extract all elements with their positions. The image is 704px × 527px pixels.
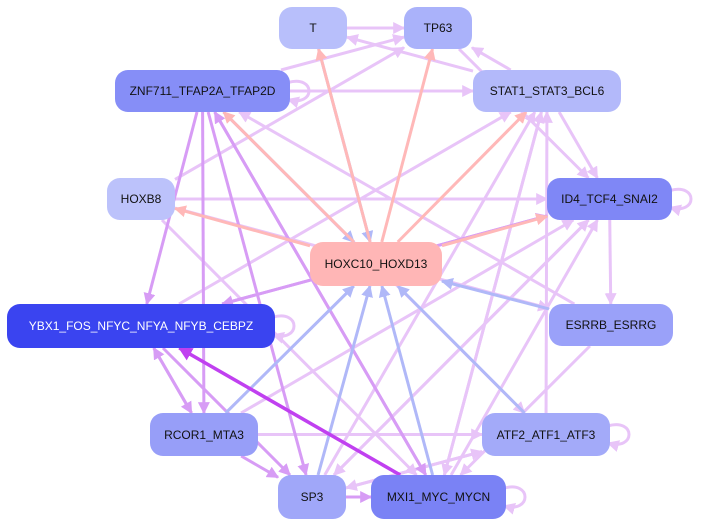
self-loops-layer: [271, 79, 693, 515]
node-hoxb8[interactable]: HOXB8: [107, 178, 175, 220]
node-esrrb[interactable]: ESRRB_ESRRG: [549, 304, 673, 346]
edge-rcor1-to-ybx1: [152, 346, 193, 414]
edge-mxi1-to-ybx1: [178, 346, 402, 477]
node-hoxc10[interactable]: HOXC10_HOXD13: [310, 242, 442, 286]
edge-sp3-to-stat1: [323, 110, 537, 476]
self-loop-znf711: [286, 79, 311, 109]
edge-mxi1-to-id4: [449, 218, 599, 476]
edge-stat1-to-tp63: [470, 46, 512, 72]
node-label: T: [309, 21, 317, 35]
node-label: YBX1_FOS_NFYC_NFYA_NFYB_CEBPZ: [28, 319, 254, 333]
edge-sp3-to-hoxc10: [316, 284, 373, 476]
node-label: ATF2_ATF1_ATF3: [496, 427, 596, 442]
node-ybx1[interactable]: YBX1_FOS_NFYC_NFYA_NFYB_CEBPZ: [7, 304, 275, 348]
edge-ybx1-to-stat1: [178, 110, 512, 306]
edge-hoxc10-to-znf711: [222, 110, 355, 244]
self-loop-mxi1: [502, 485, 527, 515]
node-mxi1[interactable]: MXI1_MYC_MYCN: [371, 475, 506, 519]
edge-esrrb-to-znf711: [238, 110, 576, 306]
edge-stat1-to-id4: [557, 111, 599, 180]
node-tp63[interactable]: TP63: [404, 7, 472, 49]
node-label: HOXC10_HOXD13: [324, 257, 428, 271]
edge-rcor1-to-hoxc10: [224, 284, 355, 415]
node-atf2[interactable]: ATF2_ATF1_ATF3: [482, 413, 610, 456]
edge-stat1-to-t: [345, 34, 474, 73]
node-stat1[interactable]: STAT1_STAT3_BCL6: [473, 70, 621, 112]
node-sp3[interactable]: SP3: [278, 475, 346, 519]
node-label: HOXB8: [120, 192, 162, 206]
node-label: STAT1_STAT3_BCL6: [489, 84, 605, 98]
self-loop-atf2: [606, 423, 631, 452]
edge-znf711-to-tp63: [280, 34, 406, 72]
edge-atf2-to-sp3: [344, 450, 483, 491]
edge-esrrb-to-mxi1: [459, 344, 591, 477]
node-label: RCOR1_MTA3: [164, 427, 244, 442]
edge-rcor1-to-id4: [240, 218, 575, 415]
edge-hoxb8-to-tp63: [174, 46, 406, 181]
edge-esrrb-to-hoxc10: [440, 278, 550, 311]
node-id4[interactable]: ID4_TCF4_SNAI2: [547, 178, 672, 220]
edge-mxi1-to-znf711: [213, 110, 428, 476]
edge-hoxc10-to-id4: [441, 213, 549, 248]
node-label: TP63: [423, 21, 453, 35]
edge-znf711-to-rcor1: [197, 111, 210, 415]
node-label: SP3: [300, 490, 324, 504]
node-znf711[interactable]: ZNF711_TFAP2A_TFAP2D: [115, 70, 290, 112]
edge-hoxc10-to-tp63: [380, 47, 436, 243]
node-label: MXI1_MYC_MYCN: [386, 490, 491, 504]
edge-rcor1-to-sp3: [240, 454, 280, 479]
node-t[interactable]: T: [279, 7, 347, 49]
node-label: ZNF711_TFAP2A_TFAP2D: [129, 84, 276, 98]
edge-hoxc10-to-t: [315, 47, 372, 243]
edge-hoxc10-to-stat1: [396, 110, 528, 244]
edges-layer: [143, 22, 617, 503]
edge-mxi1-to-hoxc10: [378, 284, 435, 476]
self-loop-ybx1: [271, 314, 296, 344]
edge-znf711-to-sp3: [206, 111, 310, 477]
self-loop-id4: [668, 187, 693, 217]
node-label: ESRRB_ESRRG: [565, 318, 657, 332]
edge-hoxc10-to-hoxb8: [173, 205, 311, 248]
node-rcor1[interactable]: RCOR1_MTA3: [150, 413, 258, 456]
edge-atf2-to-hoxc10: [396, 284, 526, 415]
edge-id4-to-esrrb: [604, 219, 617, 306]
node-label: ID4_TCF4_SNAI2: [561, 192, 658, 206]
